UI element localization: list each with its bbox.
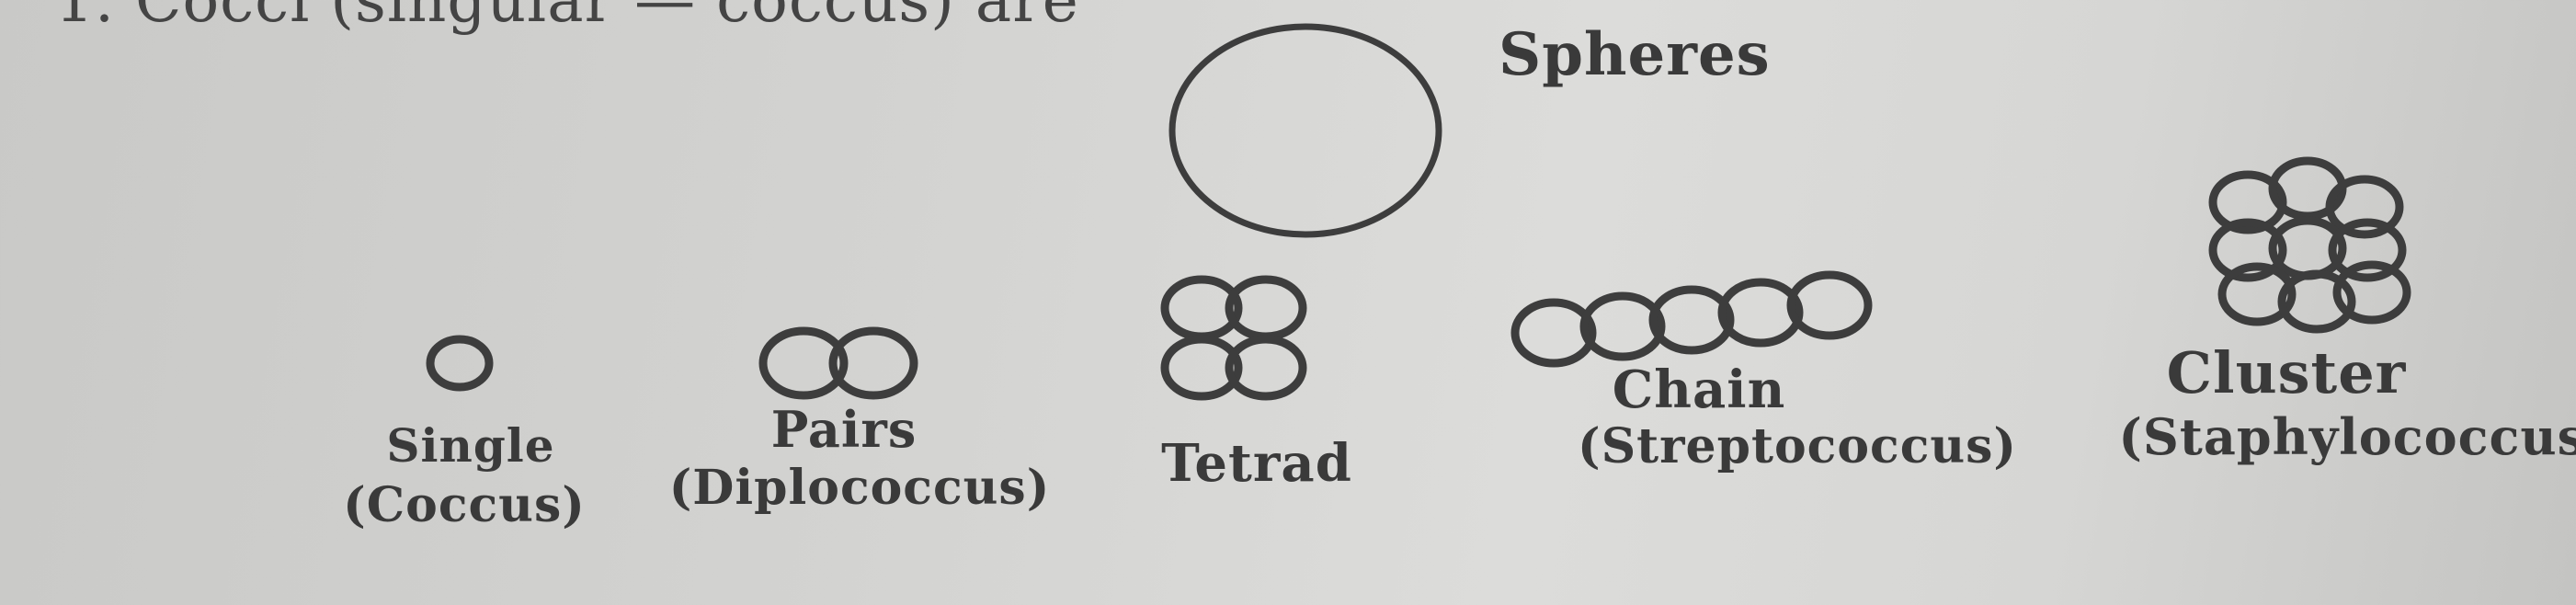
tetrad-label: Tetrad <box>1161 433 1352 494</box>
chain-label: Chain <box>1612 360 1786 420</box>
streptococcus-label: (Streptococcus) <box>1577 418 2018 474</box>
sphere-shape-icon <box>1168 23 1442 238</box>
staphylococcus-cluster-icon <box>2208 156 2411 334</box>
staphylococcus-label: (Staphylococcus) <box>2118 407 2576 466</box>
pairs-label: Pairs <box>770 400 918 459</box>
coccus-label: (Coccus) <box>343 477 586 533</box>
single-coccus-icon <box>426 335 494 392</box>
cluster-label: Cluster <box>2166 339 2407 406</box>
spheres-label: Spheres <box>1499 20 1771 89</box>
diplococcus-label: (Diplococcus) <box>668 460 1051 516</box>
section-heading: 1. Cocci (singular — coccus) are <box>55 0 1079 36</box>
streptococcus-chain-icon <box>1510 270 1873 368</box>
tetrad-icon <box>1160 275 1307 401</box>
single-label: Single <box>386 418 555 473</box>
diplococcus-icon <box>758 326 918 400</box>
